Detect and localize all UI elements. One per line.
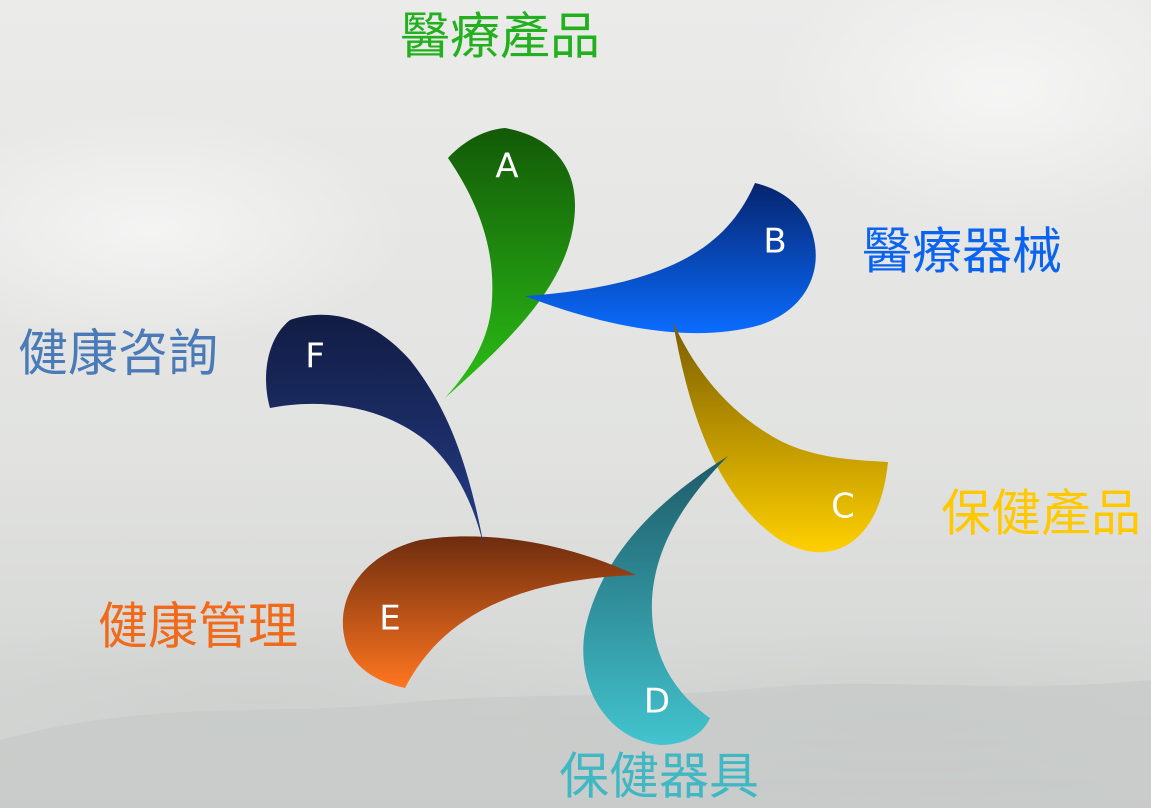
petal-letter: A: [495, 147, 518, 187]
petal-a[interactable]: [445, 128, 575, 398]
petal-f[interactable]: [266, 314, 485, 552]
petal-letter: F: [305, 337, 325, 377]
background-cloud: [770, 0, 1151, 230]
petal-b[interactable]: [525, 183, 816, 334]
category-label: 醫療產品: [400, 8, 600, 66]
category-label: 健康管理: [98, 598, 298, 656]
background-cloud: [0, 110, 410, 350]
petal-letter: B: [763, 222, 786, 262]
petal-letter: C: [831, 487, 855, 527]
category-label: 保健器具: [559, 748, 759, 806]
petal-e[interactable]: [342, 536, 636, 688]
petal-d[interactable]: [583, 456, 728, 745]
category-label: 健康咨詢: [18, 325, 218, 383]
category-label: 保健產品: [941, 485, 1141, 543]
petal-c[interactable]: [673, 322, 888, 553]
category-label: 醫療器械: [862, 223, 1062, 281]
background-mountains: [0, 680, 1151, 808]
petal-letter: D: [644, 682, 670, 722]
petal-letter: E: [379, 599, 400, 639]
